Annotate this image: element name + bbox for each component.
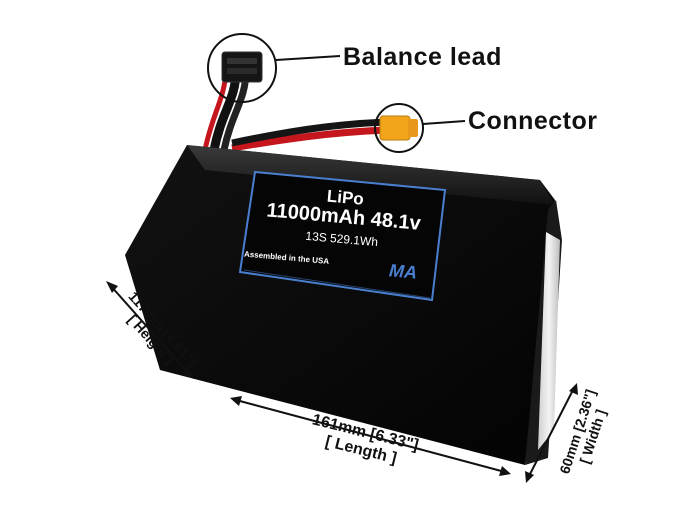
assembled-text: Assembled in the USA: [243, 249, 330, 266]
connector-callout: Connector: [468, 107, 598, 135]
battery-label-panel: [238, 170, 447, 302]
balance-lead-pointer: [275, 55, 341, 61]
balance-connector: [221, 51, 263, 83]
balance-lead-callout: Balance lead: [343, 43, 502, 71]
length-dimension-arrow: [230, 396, 511, 476]
height-dimension-arrow: [106, 281, 194, 379]
battery-label-text: LiPo 11000mAh 48.1v 13S 529.1Wh Assemble…: [240, 178, 444, 295]
connector-pointer: [422, 120, 466, 125]
main-wires: [231, 118, 389, 152]
brand-logo: MA: [388, 260, 418, 283]
xt-connector: [379, 115, 418, 141]
width-dimension-arrow: [525, 383, 578, 483]
battery-body: [125, 145, 562, 465]
balance-lead-highlight-circle: [207, 33, 277, 103]
connector-highlight-circle: [374, 103, 424, 153]
